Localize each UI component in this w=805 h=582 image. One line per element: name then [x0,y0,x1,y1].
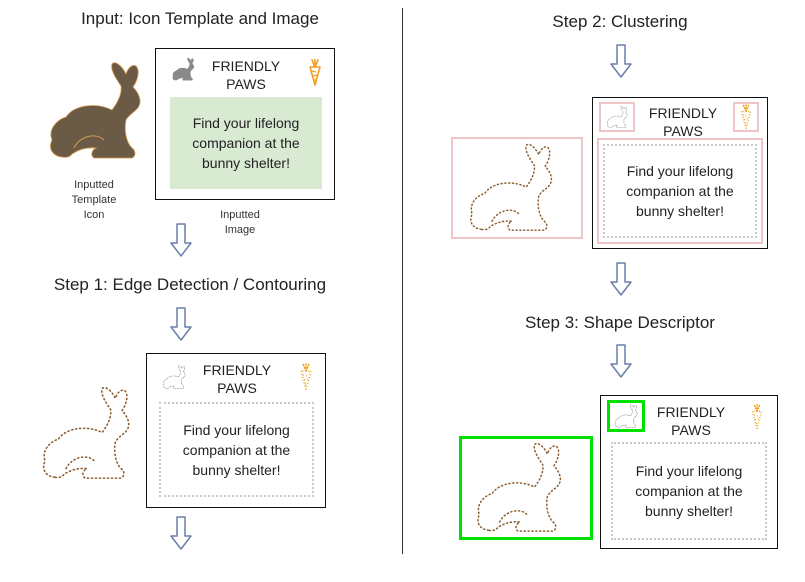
carrot-icon [309,59,321,86]
brand-name: FRIENDLY PAWS [202,362,272,396]
rabbit-contour [42,386,130,479]
carrot-icon [300,363,312,390]
promo-panel: Find your lifelong companion at the bunn… [170,97,322,189]
rabbit-icon [615,404,638,428]
down-arrow-icon [610,262,632,296]
down-arrow-icon [610,344,632,378]
input-ad-image: FRIENDLY PAWS Find your lifelong compani… [155,48,335,200]
rabbit-contour [477,442,562,532]
template-icon-label: Inputted Template Icon [71,179,117,221]
rabbit-contour [470,143,553,231]
cluster-box [597,138,763,244]
carrot-icon [751,404,763,429]
brand-name: FRIENDLY PAWS [211,58,281,92]
cluster-box [451,137,583,239]
column-divider [402,8,403,554]
down-arrow-icon [610,44,632,78]
brand-name: FRIENDLY PAWS [648,105,718,139]
brand-name: FRIENDLY PAWS [656,404,726,438]
step1-title: Step 1: Edge Detection / Contouring [53,275,327,294]
step2-title: Step 2: Clustering [552,12,688,31]
rabbit-icon [172,57,195,81]
cluster-box [599,102,635,132]
cluster-box [733,102,759,132]
carrot-icon [740,104,752,129]
contour-ad-image: FRIENDLY PAWS Find your lifelong compani… [146,353,326,508]
down-arrow-icon [170,516,192,550]
match-box [459,436,593,540]
rabbit-icon [607,106,628,128]
rabbit-icon [49,62,141,159]
rabbit-icon [163,365,186,389]
promo-panel: Find your lifelong companion at the bunn… [611,442,767,540]
down-arrow-icon [170,223,192,257]
down-arrow-icon [170,307,192,341]
cluster-ad-image: FRIENDLY PAWS Find your lifelong compani… [592,97,768,249]
promo-panel: Find your lifelong companion at the bunn… [603,144,757,238]
step3-title: Step 3: Shape Descriptor [525,313,715,332]
match-ad-image: FRIENDLY PAWS Find your lifelong compani… [600,395,778,549]
input-image-label: Inputted Image [220,209,260,236]
match-box [607,400,645,432]
promo-panel: Find your lifelong companion at the bunn… [159,402,314,497]
input-panel-title: Input: Icon Template and Image [81,9,319,28]
